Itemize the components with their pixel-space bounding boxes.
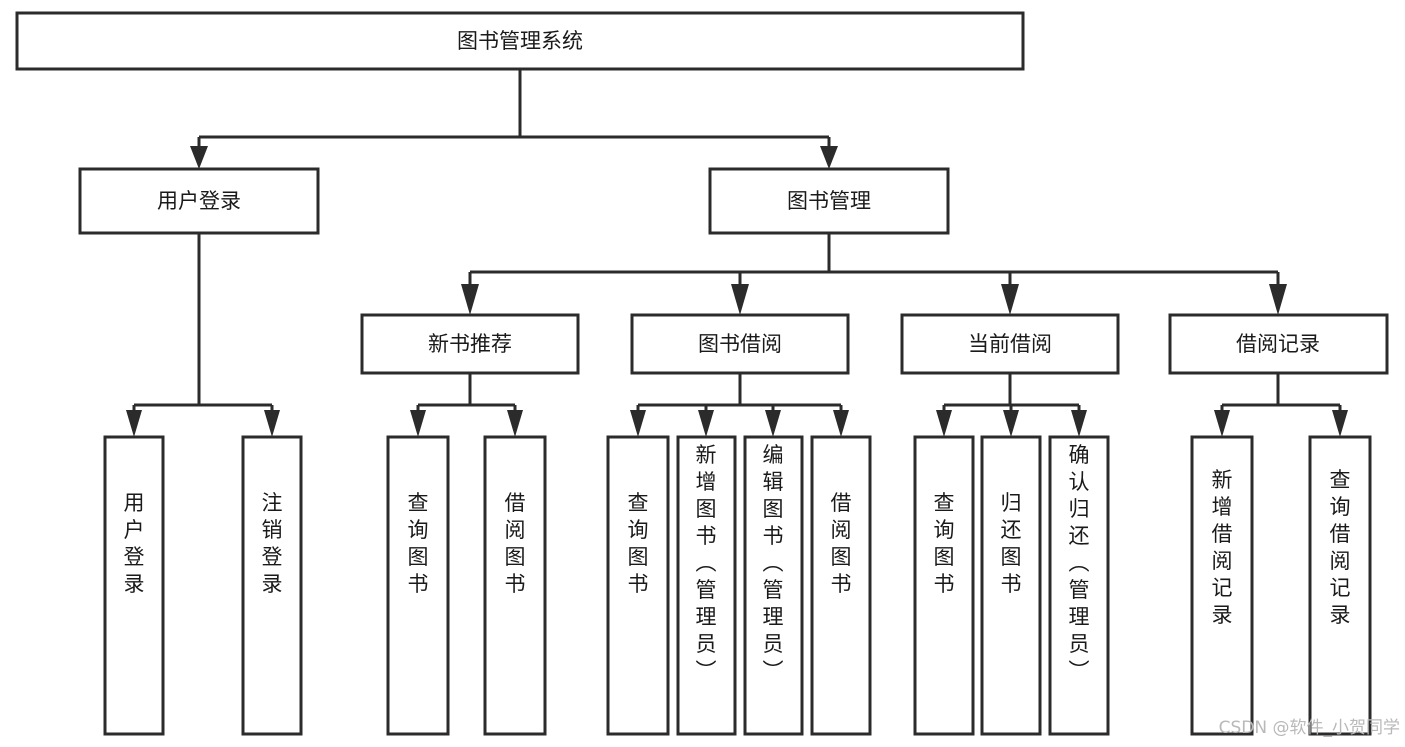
arrow-head-new-book-recommend	[461, 284, 479, 315]
node-leaf-user-login-label: 用户登录	[124, 491, 145, 596]
node-leaf-edit-book-label: 编辑图书︵管理员︶	[763, 443, 784, 683]
node-leaf-borrow-book-2[interactable]: 借阅图书	[810, 435, 872, 736]
node-leaf-query-book-3-box[interactable]	[913, 435, 975, 736]
node-leaf-user-login-box[interactable]	[103, 435, 165, 736]
node-leaf-borrow-book-2-box[interactable]	[810, 435, 872, 736]
node-user-login-label: 用户登录	[157, 189, 241, 213]
node-leaf-borrow-book-2-label: 借阅图书	[831, 491, 852, 596]
node-leaf-return-book-box[interactable]	[980, 435, 1042, 736]
csdn-watermark: CSDN @软件_小贺同学	[1219, 718, 1400, 738]
node-leaf-query-book-2-box[interactable]	[606, 435, 670, 736]
node-leaf-return-book[interactable]: 归还图书	[980, 435, 1042, 736]
node-new-book-recommend-label: 新书推荐	[428, 332, 512, 356]
arrow-head-leaf-add-book	[698, 410, 714, 437]
arrow-head-leaf-user-logout	[264, 410, 280, 437]
node-leaf-add-book-label: 新增图书︵管理员︶	[696, 443, 717, 683]
node-book-borrow-box[interactable]	[630, 313, 850, 375]
node-leaf-return-book-label: 归还图书	[1001, 491, 1022, 596]
node-current-borrow-box[interactable]	[900, 313, 1120, 375]
node-leaf-query-book-2-label: 查询图书	[628, 491, 649, 596]
node-current-borrow[interactable]: 当前借阅	[900, 313, 1120, 375]
node-leaf-query-record-label: 查询借阅记录	[1330, 468, 1351, 627]
node-new-book-recommend[interactable]: 新书推荐	[360, 313, 580, 375]
node-leaf-add-record-box[interactable]	[1190, 435, 1254, 736]
arrow-head-leaf-return-book	[1003, 410, 1019, 437]
node-book-management-box[interactable]	[708, 167, 950, 235]
arrow-head-leaf-borrow-book-2	[833, 410, 849, 437]
arrow-head-leaf-query-book-2	[630, 410, 646, 437]
node-leaf-confirm-return-label: 确认归还︵管理员︶	[1069, 443, 1090, 683]
arrow-head-leaf-borrow-book-1	[507, 410, 523, 437]
arrow-head-leaf-query-book-3	[936, 410, 952, 437]
node-leaf-borrow-book-1-box[interactable]	[483, 435, 547, 736]
node-root-box[interactable]	[15, 11, 1025, 71]
arrow-head-leaf-confirm-return	[1071, 410, 1087, 437]
node-leaf-query-book-3-label: 查询图书	[934, 491, 955, 596]
node-leaf-query-record-box[interactable]	[1308, 435, 1372, 736]
node-leaf-borrow-book-1-label: 借阅图书	[505, 491, 526, 596]
arrow-head-leaf-add-record	[1214, 410, 1230, 437]
node-book-borrow-label: 图书借阅	[698, 332, 782, 356]
node-leaf-add-book-box[interactable]	[676, 435, 737, 736]
arrow-head-current-borrow	[1001, 284, 1019, 315]
node-root[interactable]: 图书管理系统	[15, 11, 1025, 71]
node-leaf-confirm-return-box[interactable]	[1048, 435, 1110, 736]
node-leaf-user-logout-label: 注销登录	[262, 491, 283, 596]
node-book-management-label: 图书管理	[787, 189, 871, 213]
node-user-login-box[interactable]	[78, 167, 320, 235]
arrow-head-leaf-query-record	[1332, 410, 1348, 437]
node-leaf-confirm-return[interactable]: 确认归还︵管理员︶	[1048, 435, 1110, 736]
node-current-borrow-label: 当前借阅	[968, 332, 1052, 356]
node-leaf-query-record[interactable]: 查询借阅记录	[1308, 435, 1372, 736]
node-leaf-add-record-label: 新增借阅记录	[1212, 468, 1233, 627]
arrow-head-leaf-query-book-1	[410, 410, 426, 437]
node-new-book-recommend-box[interactable]	[360, 313, 580, 375]
node-leaf-edit-book-box[interactable]	[743, 435, 804, 736]
node-leaf-edit-book[interactable]: 编辑图书︵管理员︶	[743, 435, 804, 736]
node-leaf-user-logout-box[interactable]	[241, 435, 303, 736]
node-book-management[interactable]: 图书管理	[708, 167, 950, 235]
node-leaf-add-record[interactable]: 新增借阅记录	[1190, 435, 1254, 736]
node-leaf-query-book-3[interactable]: 查询图书	[913, 435, 975, 736]
arrow-head-book-management	[820, 146, 838, 169]
node-leaf-query-book-1[interactable]: 查询图书	[386, 435, 450, 736]
node-leaf-query-book-2[interactable]: 查询图书	[606, 435, 670, 736]
arrow-head-leaf-user-login	[126, 410, 142, 437]
node-leaf-user-login[interactable]: 用户登录	[103, 435, 165, 736]
node-leaf-add-book[interactable]: 新增图书︵管理员︶	[676, 435, 737, 736]
node-leaf-query-book-1-label: 查询图书	[408, 491, 429, 596]
arrow-head-book-borrow	[731, 284, 749, 315]
node-leaf-query-book-1-box[interactable]	[386, 435, 450, 736]
node-borrow-record-label: 借阅记录	[1236, 332, 1320, 356]
node-borrow-record-box[interactable]	[1168, 313, 1389, 375]
node-book-borrow[interactable]: 图书借阅	[630, 313, 850, 375]
edge-layer	[126, 69, 1348, 437]
node-borrow-record[interactable]: 借阅记录	[1168, 313, 1389, 375]
node-root-label: 图书管理系统	[457, 29, 583, 53]
node-user-login[interactable]: 用户登录	[78, 167, 320, 235]
arrow-head-user-login	[190, 146, 208, 169]
arrow-head-borrow-record	[1269, 284, 1287, 315]
node-leaf-borrow-book-1[interactable]: 借阅图书	[483, 435, 547, 736]
node-leaf-user-logout[interactable]: 注销登录	[241, 435, 303, 736]
arrow-head-leaf-edit-book	[765, 410, 781, 437]
